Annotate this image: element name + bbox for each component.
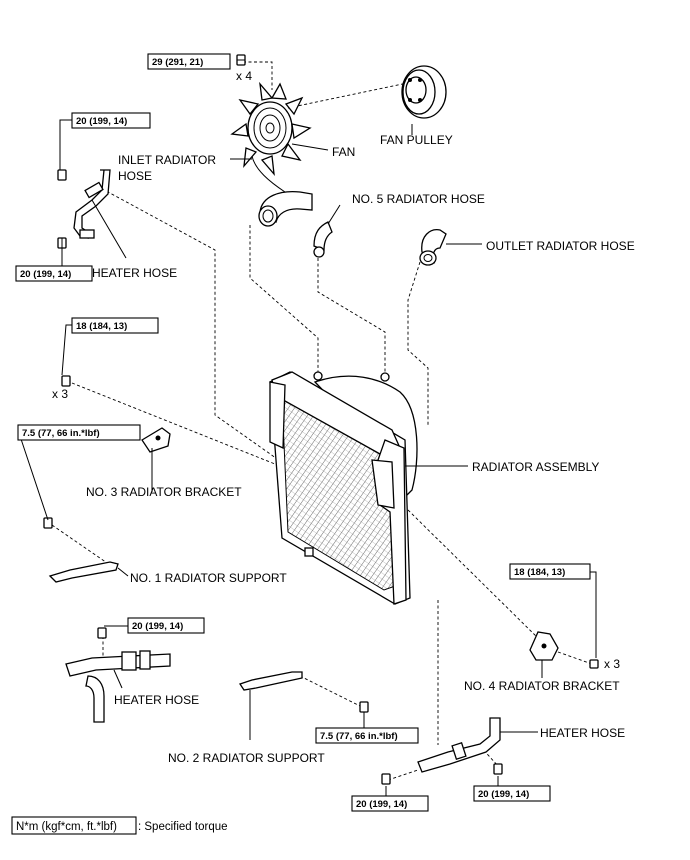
assembly-guide-lines	[51, 61, 593, 781]
no4-bracket-bolt-icon	[589, 659, 599, 669]
label-heater-hose-lower-right: HEATER HOSE	[540, 726, 625, 740]
qty-no4-bracket-bolts: x 3	[604, 657, 620, 671]
svg-text:29 (291, 21): 29 (291, 21)	[152, 57, 203, 68]
label-no5-radiator-hose: NO. 5 RADIATOR HOSE	[352, 192, 485, 206]
label-no4-radiator-bracket: NO. 4 RADIATOR BRACKET	[464, 679, 620, 693]
label-inlet-hose-line2: HOSE	[118, 169, 152, 183]
qty-fan-bolts: x 4	[236, 69, 252, 83]
inlet-radiator-hose	[251, 155, 313, 227]
fan	[230, 81, 329, 177]
torque-box-no2-support: 7.5 (77, 66 in.*lbf)	[315, 727, 419, 744]
no2-support-bolt-icon	[359, 701, 369, 713]
svg-text:18 (184, 13): 18 (184, 13)	[76, 321, 127, 332]
heater-hose-lower-left	[65, 627, 171, 723]
heater-hose-upper	[57, 169, 127, 259]
torque-box-fan-bolt: 29 (291, 21)	[147, 53, 231, 70]
no4-radiator-bracket	[529, 631, 559, 678]
svg-text:20 (199, 14): 20 (199, 14)	[356, 799, 407, 810]
no3-radiator-bracket	[141, 427, 171, 492]
legend-unit: N*m (kgf*cm, ft.*lbf)	[16, 821, 117, 833]
label-no1-radiator-support: NO. 1 RADIATOR SUPPORT	[130, 571, 287, 585]
quantity-labels: x 4 x 3 x 3	[52, 69, 620, 671]
no5-radiator-hose	[313, 204, 341, 258]
label-heater-hose-upper: HEATER HOSE	[92, 266, 177, 280]
svg-text:20 (199, 14): 20 (199, 14)	[132, 621, 183, 632]
torque-box-heater-bracket-lower: 20 (199, 14)	[15, 265, 93, 282]
label-fan: FAN	[332, 145, 355, 159]
label-no2-radiator-support: NO. 2 RADIATOR SUPPORT	[168, 751, 325, 765]
torque-box-no4-bracket: 18 (184, 13)	[509, 563, 591, 580]
no2-radiator-support	[238, 671, 303, 740]
torque-box-heater-hose-clamp: 20 (199, 14)	[127, 617, 205, 634]
no1-radiator-support	[48, 561, 129, 583]
svg-text:20 (199, 14): 20 (199, 14)	[76, 116, 127, 127]
torque-box-no3-bracket: 18 (184, 13)	[71, 317, 159, 334]
label-fan-pulley: FAN PULLEY	[380, 133, 453, 147]
torque-boxes: 29 (291, 21) 20 (199, 14) 20 (199, 14) 1…	[15, 53, 591, 812]
label-outlet-radiator-hose: OUTLET RADIATOR HOSE	[486, 239, 635, 253]
torque-box-heater-bracket-upper: 20 (199, 14)	[71, 112, 151, 129]
svg-text:20 (199, 14): 20 (199, 14)	[20, 269, 71, 280]
torque-box-no1-support: 7.5 (77, 66 in.*lbf)	[17, 424, 141, 441]
fan-bolt-icon	[236, 54, 246, 66]
no3-bracket-bolt-icon	[61, 375, 71, 387]
heater-hose-lower-right	[381, 717, 538, 785]
svg-text:7.5 (77, 66 in.*lbf): 7.5 (77, 66 in.*lbf)	[320, 731, 398, 742]
torque-box-heater-pipe-left: 20 (199, 14)	[351, 795, 429, 812]
part-labels: FAN PULLEY FAN INLET RADIATOR HOSE NO. 5…	[86, 133, 635, 765]
radiator-assembly	[269, 371, 468, 605]
torque-box-heater-pipe-right: 20 (199, 14)	[473, 785, 551, 802]
svg-text:20 (199, 14): 20 (199, 14)	[478, 789, 529, 800]
legend-description: : Specified torque	[138, 821, 228, 833]
fan-pulley	[401, 65, 447, 135]
outlet-radiator-hose	[419, 229, 482, 266]
label-heater-hose-lower-left: HEATER HOSE	[114, 693, 199, 707]
qty-no3-bracket-bolts: x 3	[52, 387, 68, 401]
svg-text:7.5 (77, 66 in.*lbf): 7.5 (77, 66 in.*lbf)	[22, 428, 100, 439]
svg-text:18 (184, 13): 18 (184, 13)	[514, 567, 565, 578]
no1-support-bolt-icon	[43, 517, 53, 529]
label-radiator-assembly: RADIATOR ASSEMBLY	[472, 460, 599, 474]
torque-legend: N*m (kgf*cm, ft.*lbf) : Specified torque	[11, 816, 228, 835]
label-inlet-hose-line1: INLET RADIATOR	[118, 153, 216, 167]
label-no3-radiator-bracket: NO. 3 RADIATOR BRACKET	[86, 485, 242, 499]
